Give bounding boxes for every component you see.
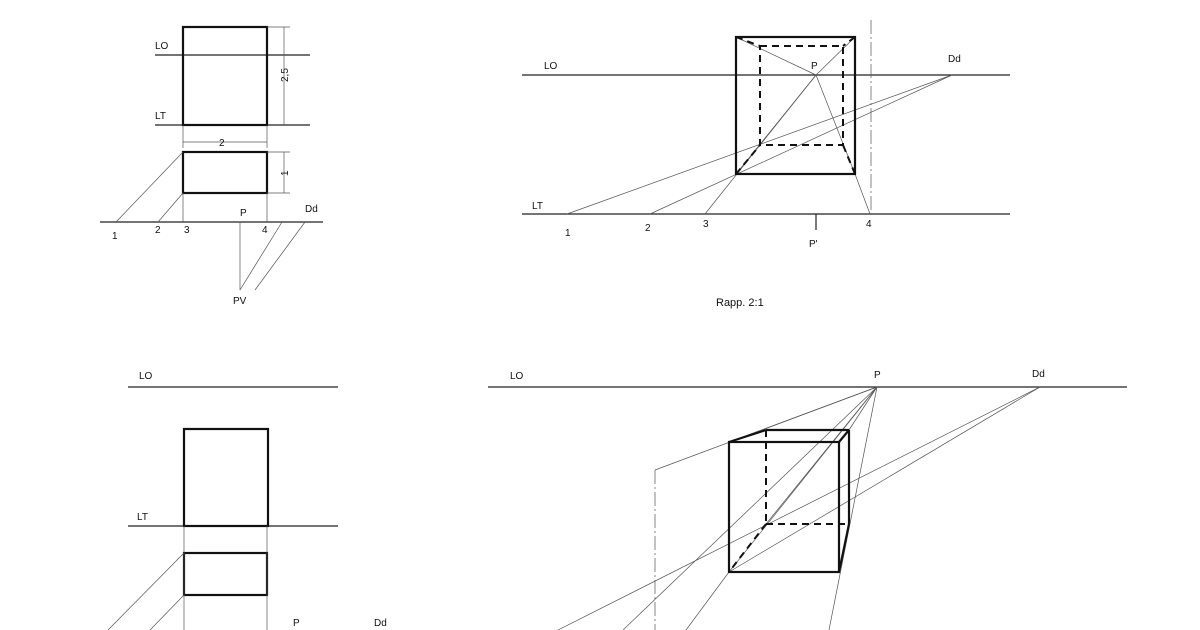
tick-label-2: 2 — [155, 225, 161, 236]
lo-label: LO — [155, 41, 169, 52]
box-front-face — [734, 35, 857, 176]
tick-label-4: 4 — [866, 219, 872, 230]
p-label: P — [874, 370, 881, 381]
tick-label-4: 4 — [262, 225, 268, 236]
depth-dimension-label: 1 — [280, 170, 291, 176]
lo-label: LO — [510, 371, 524, 382]
height-dimension-label: 2,5 — [280, 68, 291, 82]
box-front-face — [727, 440, 841, 574]
lt-label: LT — [137, 512, 148, 523]
p-label: P — [811, 61, 818, 72]
lt-label: LT — [155, 111, 166, 122]
front-elevation-rect — [182, 427, 270, 528]
tick-label-1: 1 — [112, 231, 118, 242]
dd-label: Dd — [1032, 369, 1045, 380]
diagram-2-frontal-perspective: LO LT P Dd P' 1 2 3 4 Rapp. 2:1 — [522, 20, 1010, 309]
tick-label-3: 3 — [184, 225, 190, 236]
diagram-4-perspective-box: LO P Dd — [488, 369, 1127, 630]
dd-label: Dd — [374, 618, 387, 629]
p-label: P — [293, 618, 300, 629]
front-elevation-rect — [181, 25, 269, 127]
p-label: P — [240, 208, 247, 219]
diagram-1-orthographic-setup: LO LT 2,5 2 1 1 2 3 4 P Dd PV — [100, 25, 323, 307]
tick-label-1: 1 — [565, 228, 571, 239]
lo-label: LO — [139, 371, 153, 382]
dd-label: Dd — [948, 54, 961, 65]
hidden-edge — [728, 523, 767, 573]
width-dimension-label: 2 — [219, 138, 225, 149]
dd-label: Dd — [305, 204, 318, 215]
plan-rect — [182, 551, 269, 597]
pv-label: PV — [233, 296, 247, 307]
scale-label: Rapp. 2:1 — [716, 297, 764, 309]
lo-label: LO — [544, 61, 558, 72]
tick-label-3: 3 — [703, 219, 709, 230]
lt-label: LT — [532, 201, 543, 212]
tick-label-2: 2 — [645, 223, 651, 234]
diagram-3-orthographic-setup: LO LT P Dd — [107, 371, 387, 630]
plan-rect — [181, 150, 269, 195]
box-back-face — [759, 45, 844, 146]
p-prime-label: P' — [809, 239, 818, 250]
